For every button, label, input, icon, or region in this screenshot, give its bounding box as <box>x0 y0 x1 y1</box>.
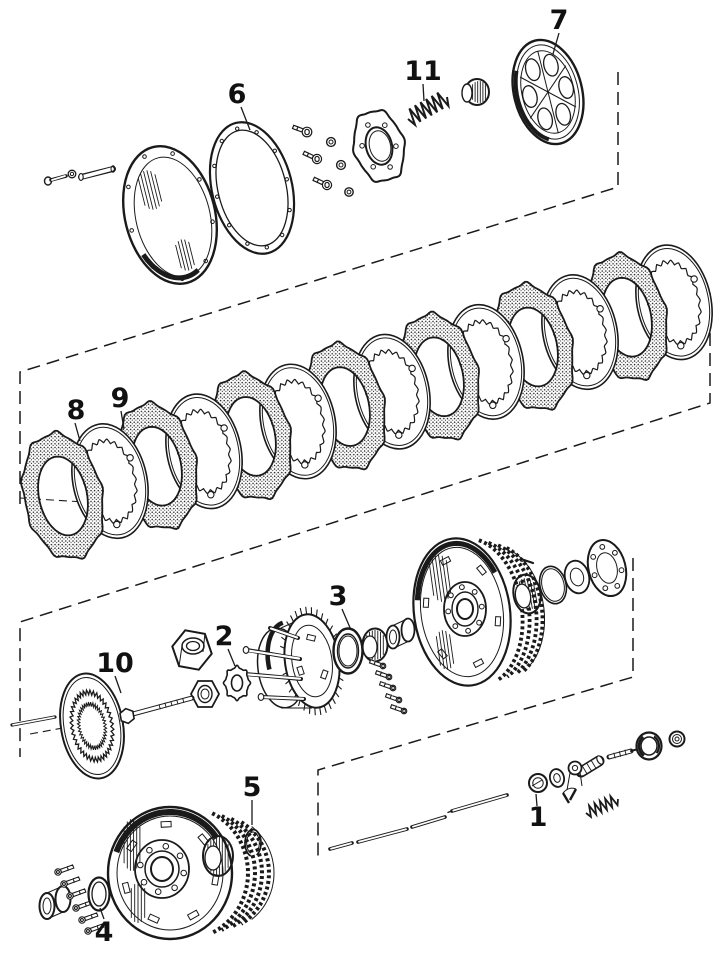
oil-seal <box>87 876 111 912</box>
snap-ring <box>244 828 262 857</box>
hub-plate <box>586 538 628 598</box>
needle-bearing-lower <box>202 835 234 877</box>
hub-nut-small <box>189 680 221 708</box>
needle-bearing-hub <box>361 627 389 663</box>
cover-bolt-cluster <box>291 124 354 197</box>
clutch-hub-basket <box>240 606 345 716</box>
clutch-shell-lower <box>106 805 275 941</box>
thin-pin <box>10 715 57 727</box>
separator-bottom <box>317 558 634 857</box>
mainshaft-nut-large <box>171 629 213 671</box>
callout-10: 10 <box>96 648 134 679</box>
clutch-spring <box>407 92 450 128</box>
cover-screw <box>43 174 68 186</box>
steel-plate <box>447 303 525 420</box>
steel-plate <box>259 363 337 480</box>
spring-bushing <box>461 78 490 106</box>
steel-plate <box>353 333 431 450</box>
cap-nut <box>668 730 686 748</box>
steel-plate <box>71 423 149 540</box>
releasing-disc <box>59 672 125 780</box>
adjuster-nut <box>528 773 548 793</box>
adjuster-spring <box>585 793 619 820</box>
derby-cover <box>121 145 219 285</box>
callout-11: 11 <box>404 56 442 87</box>
pressure-plate <box>511 38 585 146</box>
callout-4: 4 <box>95 917 114 948</box>
callout-3: 3 <box>329 581 348 612</box>
lock-washer <box>222 664 252 702</box>
pushrod-long <box>447 793 509 814</box>
cover-gasket <box>208 121 296 255</box>
release-lever <box>561 755 605 804</box>
friction-disc <box>19 429 104 560</box>
pushrod-segments <box>328 815 447 851</box>
adjuster-washer <box>548 768 566 788</box>
callout-2: 2 <box>215 621 234 652</box>
dowel-pin <box>78 165 116 181</box>
shell-bushing <box>38 885 72 920</box>
cover-nut <box>67 169 77 179</box>
steel-plate <box>541 274 619 391</box>
clutch-plate-stack <box>19 244 713 560</box>
retainer-pin <box>520 558 535 565</box>
spacer-bushing <box>385 617 416 650</box>
steel-plate <box>635 244 713 361</box>
separator-top <box>19 72 619 505</box>
spring-retainer-plate <box>352 109 406 183</box>
adjusting-bolt <box>119 695 195 725</box>
leader-lines <box>74 32 560 920</box>
hub-screws <box>368 658 408 715</box>
threaded-stud <box>606 748 637 760</box>
release-collar <box>635 731 663 761</box>
shell-screws <box>54 864 105 935</box>
steel-plate <box>165 393 243 510</box>
seal-ring <box>332 627 364 675</box>
callout-1: 1 <box>529 802 548 833</box>
callout-labels: 7 11 6 8 9 3 2 10 5 4 1 <box>67 5 569 948</box>
callout-8: 8 <box>67 395 86 426</box>
callout-7: 7 <box>550 5 569 36</box>
separator-middle <box>19 293 711 757</box>
callout-9: 9 <box>111 383 130 414</box>
callout-5: 5 <box>243 772 262 803</box>
needle-bearing-upper <box>512 573 542 615</box>
callout-6: 6 <box>228 79 247 110</box>
